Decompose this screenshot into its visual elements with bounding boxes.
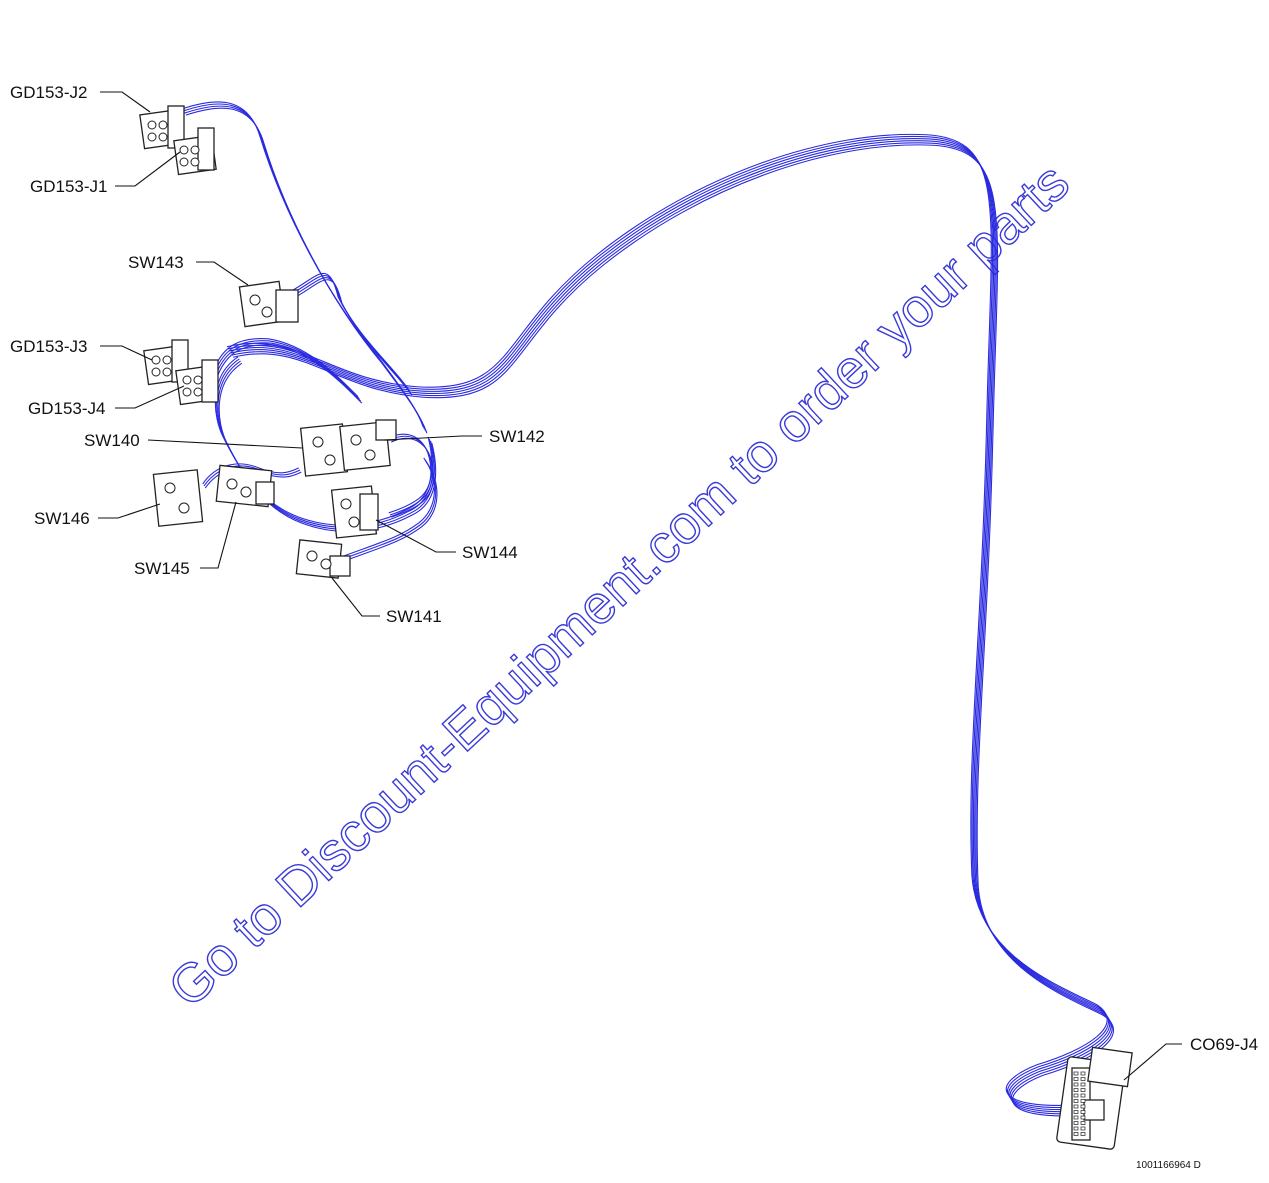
wire-strand [227,135,1109,1109]
connector-pin [1073,1077,1079,1081]
connector-gd153-j2 [139,105,185,150]
connector-gd153-j4 [175,359,219,406]
connector-pin [1073,1104,1079,1109]
wire-strand [213,338,359,398]
connector-sw146 [152,469,204,527]
connector-pin [1080,1110,1086,1114]
connector-pin [1073,1088,1079,1092]
label-sw141: SW141 [386,607,442,626]
connector-pin [1073,1132,1079,1136]
label-sw146: SW146 [34,509,90,528]
part-number: 1001166964 D [1136,1160,1201,1171]
label-gd153-j4: GD153-J4 [28,399,105,418]
wire-strand [226,133,1108,1106]
connector-gd153-j1 [173,127,217,176]
connector-pin [1073,1126,1079,1131]
connector-co69-j4 [1056,1046,1133,1150]
connector-pin [1073,1071,1079,1076]
watermark: Go to Discount-Equipment.com to order yo… [157,152,1080,1019]
label-gd153-j2: GD153-J2 [10,83,87,102]
connector-pin [1080,1093,1086,1098]
connector-pin [1080,1077,1086,1081]
connector-sw141 [295,539,351,579]
wire-strand [217,360,435,530]
wire-strand [229,138,1111,1111]
label-gd153-j3: GD153-J3 [10,337,87,356]
connector-pin [1080,1071,1086,1076]
connector-pin [1080,1082,1086,1087]
wire-strand [339,459,437,561]
wire-strand [389,435,433,516]
wire-strand [202,463,299,485]
wire-bundles [181,101,1115,1117]
connector-sw143 [238,280,299,328]
connector-pin [1080,1104,1086,1109]
wire-strand [388,433,432,514]
connector-pin [1073,1115,1079,1120]
wire-strand [217,344,363,404]
label-co69-j4: CO69-J4 [1190,1035,1258,1054]
wire-strand [216,358,434,528]
connector-sw142 [339,419,397,471]
label-sw142: SW142 [489,427,545,446]
connector-pin [1080,1115,1086,1120]
label-sw143: SW143 [128,253,184,272]
wire-strand [216,342,362,402]
connector-pin [1080,1132,1086,1136]
wire-strand [233,144,1115,1117]
label-sw144: SW144 [462,543,518,562]
connector-pin [1073,1082,1079,1087]
connector-pin [1073,1099,1079,1103]
connector-pin [1080,1088,1086,1092]
connector-pin [1080,1126,1086,1131]
label-sw140: SW140 [84,431,140,450]
leader-lines [98,91,1182,1081]
wire-strand [230,140,1112,1113]
wire-strand [214,356,433,526]
connector-pin [1073,1121,1079,1125]
connector-pin [1073,1110,1079,1114]
connector-pin [1080,1121,1086,1125]
wire-strand [218,362,437,532]
wire-strand [214,340,360,400]
connector-pin [1080,1099,1086,1103]
label-sw145: SW145 [134,559,190,578]
connector-sw145 [215,464,275,508]
connector-sw144 [330,485,379,539]
wire-strand [291,279,413,396]
wire-strand [231,142,1113,1115]
wire-strand [185,107,428,434]
connector-pin [1073,1093,1079,1098]
wire-strand [341,461,438,563]
label-gd153-j1: GD153-J1 [30,177,107,196]
